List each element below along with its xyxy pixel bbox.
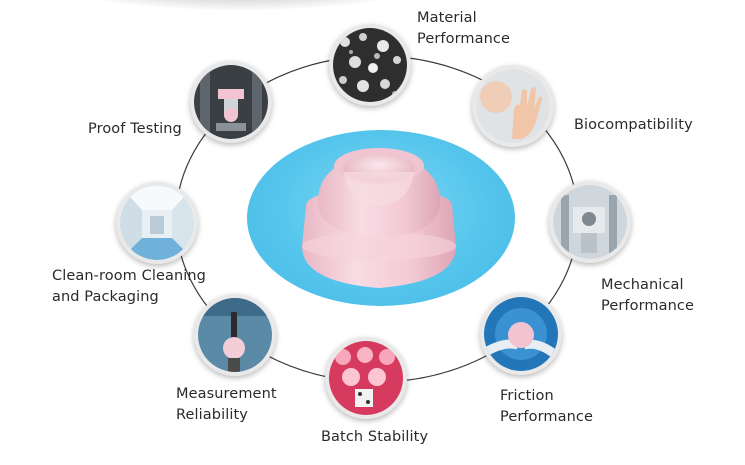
clean-room-image	[116, 182, 198, 264]
proof-testing-label: Proof Testing	[88, 121, 182, 137]
batch-stability-label: Batch Stability	[321, 429, 429, 445]
biocompatibility-label: Biocompatibility	[574, 117, 693, 133]
proof-testing-image	[190, 61, 272, 143]
biocompatibility-image	[472, 65, 554, 147]
ceramic-cup-image	[302, 148, 456, 288]
mechanical-performance-image	[549, 181, 631, 263]
batch-stability-image	[325, 337, 407, 419]
top-shadow-decoration	[70, 0, 410, 10]
friction-performance-image	[480, 293, 562, 375]
material-performance-image	[329, 24, 411, 106]
measurement-reliability-image	[194, 294, 276, 376]
